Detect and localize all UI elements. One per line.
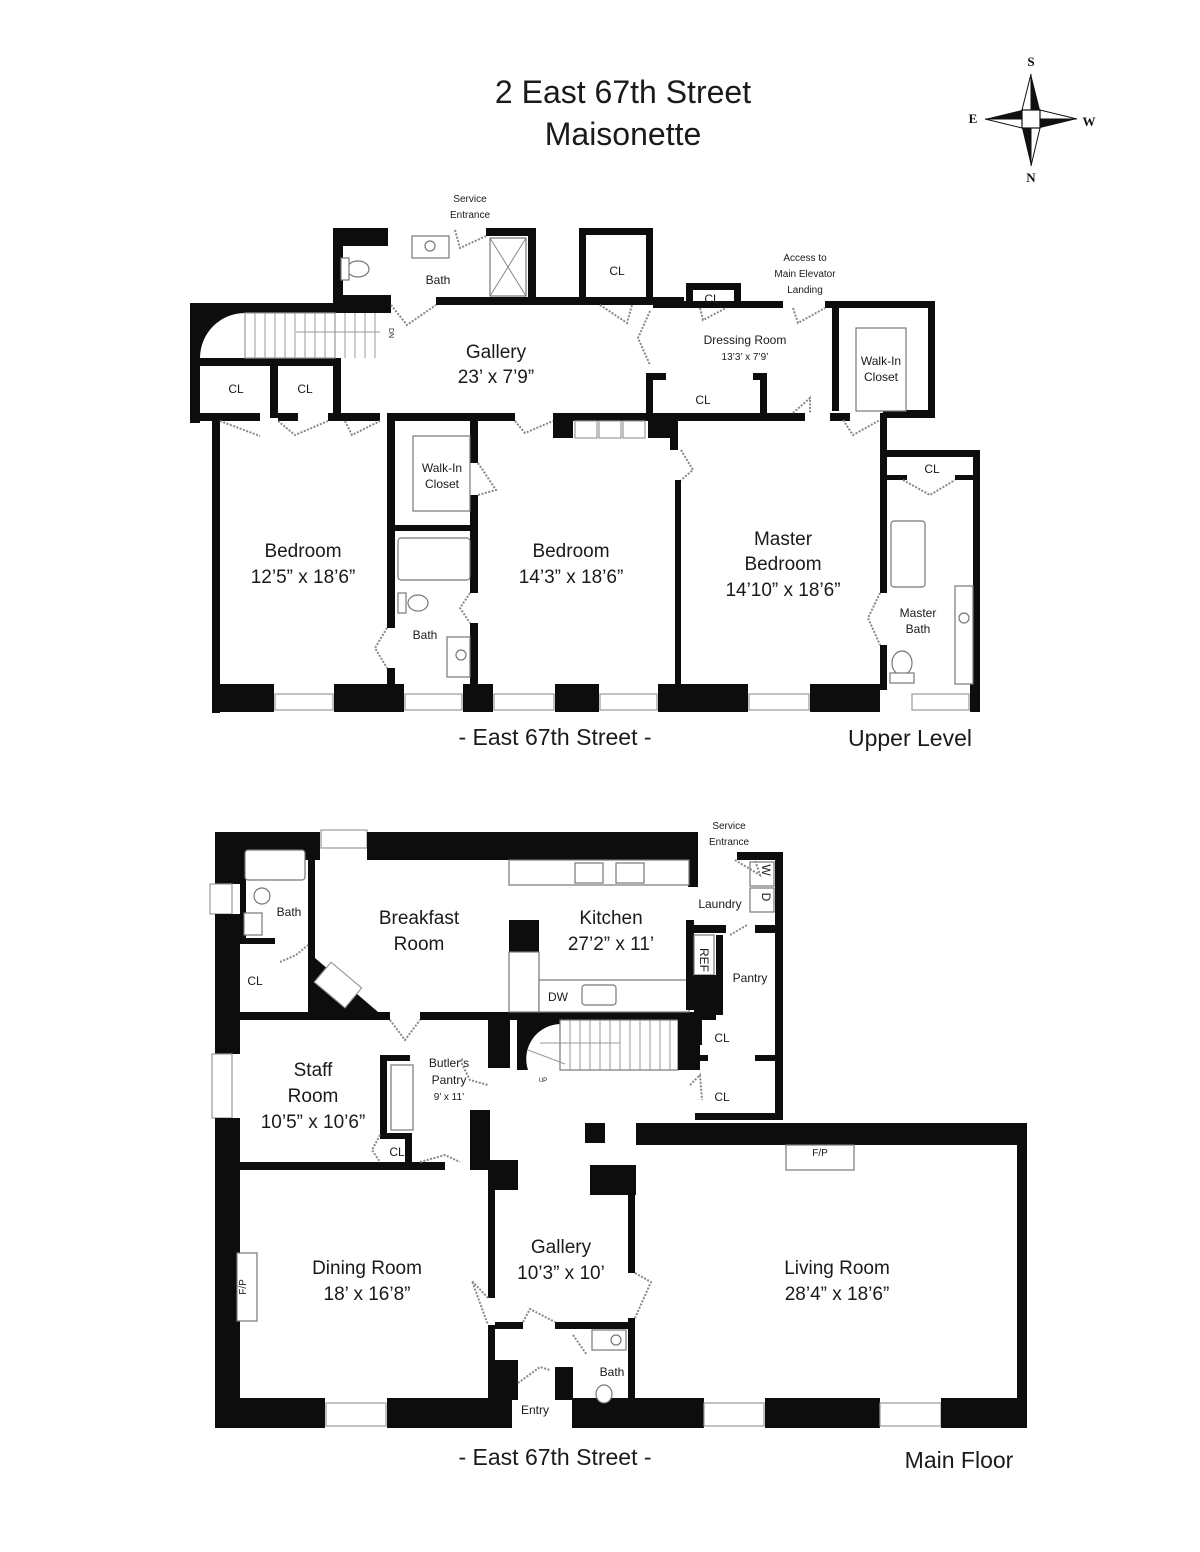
main-floor-plan: UP xyxy=(209,821,1027,1473)
butler-pantry-name1: Butler’s xyxy=(429,1056,469,1070)
title-line2: Maisonette xyxy=(545,116,702,152)
walkin-mid-1: Walk-In xyxy=(422,461,462,475)
main-cl-left: CL xyxy=(247,974,263,988)
living-room-dims: 28’4” x 18’6” xyxy=(785,1284,890,1305)
walkin-right-2: Closet xyxy=(864,370,899,384)
main-level-label: Main Floor xyxy=(905,1447,1014,1473)
bedroom1-dims: 12’5” x 18’6” xyxy=(251,567,356,588)
dressing-room-name: Dressing Room xyxy=(704,333,787,347)
upper-service-entrance-2: Entrance xyxy=(450,210,490,221)
staff-room-name2: Room xyxy=(288,1086,339,1107)
walkin-right-1: Walk-In xyxy=(861,354,901,368)
dining-fireplace-label: F/P xyxy=(238,1279,249,1295)
upper-service-entrance-1: Service xyxy=(453,194,487,205)
staff-room-dims: 10’5” x 10’6” xyxy=(261,1112,366,1133)
compass-north: N xyxy=(1026,170,1036,185)
main-service-entrance-1: Service xyxy=(712,821,746,832)
entry-label: Entry xyxy=(521,1403,549,1417)
dining-room-dims: 18’ x 16’8” xyxy=(324,1284,411,1305)
butler-pantry-name2: Pantry xyxy=(432,1073,467,1087)
staff-cl: CL xyxy=(389,1145,405,1159)
walkin-mid-2: Closet xyxy=(425,477,460,491)
upper-gallery-dims: 23’ x 7’9” xyxy=(458,367,534,388)
compass-west: W xyxy=(1083,114,1096,129)
dryer-label: D xyxy=(759,893,773,902)
dressing-cl-bottom: CL xyxy=(695,393,711,407)
master-bath-2: Bath xyxy=(906,622,931,636)
main-gallery-dims: 10’3” x 10’ xyxy=(517,1263,605,1284)
breakfast-room-name2: Room xyxy=(394,934,445,955)
main-cl-right2: CL xyxy=(714,1090,730,1104)
living-room-name: Living Room xyxy=(784,1258,890,1279)
master-bedroom-name2: Bedroom xyxy=(744,554,821,575)
compass-rose-icon: S N E W xyxy=(969,54,1096,185)
elevator-access-2: Main Elevator xyxy=(774,269,836,280)
stair-up-label: UP xyxy=(539,1078,547,1084)
elevator-access-3: Landing xyxy=(787,285,823,296)
master-bedroom-dims: 14’10” x 18’6” xyxy=(725,580,840,601)
upper-level-label: Upper Level xyxy=(848,725,972,751)
upper-level-plan: DN xyxy=(190,194,980,751)
upper-gallery-name: Gallery xyxy=(466,342,527,363)
stair-down-label: DN xyxy=(387,328,394,338)
bedroom2-dims: 14’3” x 18’6” xyxy=(519,567,624,588)
washer-label: W xyxy=(759,864,773,876)
master-cl: CL xyxy=(924,462,940,476)
pantry-label: Pantry xyxy=(733,971,768,985)
main-service-entrance-2: Entrance xyxy=(709,837,749,848)
master-bedroom-name1: Master xyxy=(754,529,813,550)
main-bath-left: Bath xyxy=(277,905,302,919)
upper-cl-top: CL xyxy=(609,264,625,278)
compass-east: E xyxy=(969,111,978,126)
bedroom1-name: Bedroom xyxy=(264,541,341,562)
upper-bath-mid: Bath xyxy=(413,628,438,642)
dressing-room-dims: 13’3’ x 7’9’ xyxy=(722,352,769,363)
breakfast-room-name1: Breakfast xyxy=(379,908,460,929)
master-bath-1: Master xyxy=(900,606,937,620)
upper-cl-left2: CL xyxy=(297,382,313,396)
main-street-label: - East 67th Street - xyxy=(458,1444,651,1470)
upper-bath-top: Bath xyxy=(426,273,451,287)
kitchen-dims: 27’2” x 11’ xyxy=(568,934,654,955)
living-fireplace-label: F/P xyxy=(812,1148,828,1159)
refrigerator-label: REF xyxy=(697,948,711,972)
upper-cl-left1: CL xyxy=(228,382,244,396)
upper-street-label: - East 67th Street - xyxy=(458,724,651,750)
dining-room-name: Dining Room xyxy=(312,1258,422,1279)
main-cl-right1: CL xyxy=(714,1031,730,1045)
dishwasher-label: DW xyxy=(548,990,569,1004)
bedroom2-name: Bedroom xyxy=(532,541,609,562)
staff-room-name1: Staff xyxy=(294,1060,333,1081)
laundry-label: Laundry xyxy=(698,897,741,911)
compass-south: S xyxy=(1027,54,1034,69)
title-line1: 2 East 67th Street xyxy=(495,74,751,110)
butler-pantry-dims: 9’ x 11’ xyxy=(434,1092,465,1103)
entry-bath-label: Bath xyxy=(600,1365,625,1379)
elevator-access-1: Access to xyxy=(783,253,827,264)
dressing-cl-top: CL xyxy=(704,292,720,306)
kitchen-name: Kitchen xyxy=(579,908,642,929)
main-gallery-name: Gallery xyxy=(531,1237,592,1258)
